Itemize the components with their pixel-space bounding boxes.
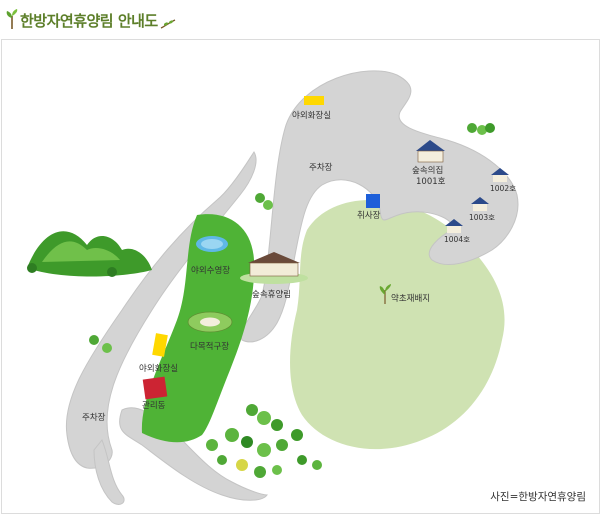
hill-illustration xyxy=(27,231,152,277)
sports-field-label: 다목적구장 xyxy=(190,341,229,352)
forest-resort-label: 숲속휴양림 xyxy=(252,289,291,300)
outdoor-pool-icon[interactable] xyxy=(196,236,228,252)
cooking-area-label: 취사장 xyxy=(357,210,381,221)
forest-house-number-label: 1001호 xyxy=(416,177,446,187)
cabin-1002-label: 1002호 xyxy=(490,184,516,193)
page-title: 한방자연휴양림 안내도 xyxy=(20,12,158,30)
outdoor-pool-label: 야외수영장 xyxy=(191,265,230,276)
tree-cluster-bottom xyxy=(206,404,322,478)
facility-map: 야외화장실 주차장 취사장 숲속의집 1001호 1002호 1003호 100… xyxy=(27,70,519,505)
tree-cluster-small xyxy=(89,123,495,353)
header: 한방자연휴양림 안내도 xyxy=(0,0,600,38)
forest-house-1001-icon[interactable] xyxy=(416,140,445,163)
forest-resort-building-icon[interactable] xyxy=(240,252,308,284)
leaf-decoration-icon xyxy=(160,19,176,29)
herb-sprout-icon[interactable] xyxy=(379,284,391,304)
parking-left-label: 주차장 xyxy=(82,412,106,423)
cabin-1004-icon[interactable] xyxy=(445,219,463,233)
forest-house-name-label: 숲속의집 xyxy=(412,165,443,176)
management-marker[interactable] xyxy=(142,376,168,400)
management-label: 관리동 xyxy=(142,400,166,411)
cabin-1003-label: 1003호 xyxy=(469,213,495,222)
herb-garden-label: 약초재배지 xyxy=(391,293,430,304)
cabin-1002-icon[interactable] xyxy=(491,168,509,182)
sports-field-icon[interactable] xyxy=(187,311,233,333)
outdoor-toilet-top-label: 야외화장실 xyxy=(292,110,331,121)
outdoor-toilet-top-marker[interactable] xyxy=(304,96,324,105)
parking-top-label: 주차장 xyxy=(309,162,333,173)
sprout-icon xyxy=(6,9,18,29)
cabin-1004-label: 1004호 xyxy=(444,235,470,244)
photo-credit: 사진=한방자연휴양림 xyxy=(490,491,586,503)
cabin-1003-icon[interactable] xyxy=(471,197,489,211)
outdoor-toilet-left-marker[interactable] xyxy=(152,333,168,357)
outdoor-toilet-left-label: 야외화장실 xyxy=(139,363,178,374)
map-container: 야외화장실 주차장 취사장 숲속의집 1001호 1002호 1003호 100… xyxy=(1,39,600,514)
cooking-area-marker[interactable] xyxy=(366,194,380,208)
